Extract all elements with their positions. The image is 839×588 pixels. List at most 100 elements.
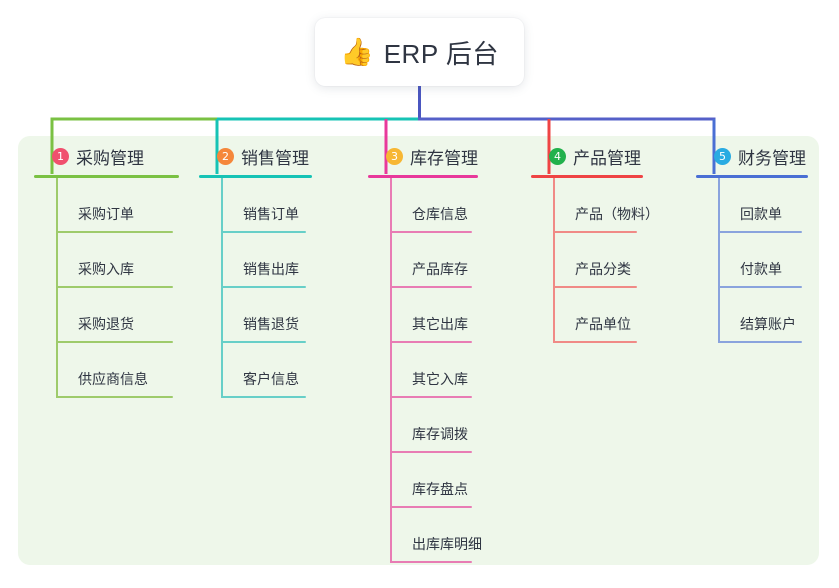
- branch-title: 销售管理: [241, 148, 309, 168]
- leaf-item[interactable]: 回款单: [718, 178, 808, 233]
- branch-header-rule: [531, 175, 643, 178]
- leaf-item[interactable]: 出库库明细: [390, 508, 482, 563]
- leaf-item[interactable]: 产品（物料）: [553, 178, 659, 233]
- leaf-item-rule: [390, 231, 472, 233]
- leaf-item-rule: [56, 396, 173, 398]
- branch-column-1: 1 采购管理采购订单采购入库采购退货供应商信息: [34, 144, 179, 398]
- branch-number-badge: 3: [386, 147, 403, 165]
- leaf-item-rule: [221, 286, 306, 288]
- branch-title: 库存管理: [410, 148, 478, 168]
- leaf-item[interactable]: 产品分类: [553, 233, 643, 288]
- leaf-item-label: 产品（物料）: [575, 206, 659, 222]
- leaf-item-rule: [390, 286, 472, 288]
- leaf-item-rule: [56, 341, 173, 343]
- branch-trunk-line: [390, 178, 392, 563]
- leaf-item-label: 出库库明细: [412, 536, 482, 552]
- leaf-item-rule: [553, 341, 637, 343]
- branch-header-4[interactable]: 4 产品管理: [531, 144, 643, 168]
- leaf-item[interactable]: 销售订单: [221, 178, 312, 233]
- leaf-item[interactable]: 仓库信息: [390, 178, 478, 233]
- leaf-item[interactable]: 销售退货: [221, 288, 312, 343]
- leaf-item-label: 付款单: [740, 261, 782, 277]
- branch-header-5[interactable]: 5 财务管理: [696, 144, 808, 168]
- branch-header-3[interactable]: 3 库存管理: [368, 144, 478, 168]
- leaf-item[interactable]: 其它入库: [390, 343, 478, 398]
- leaf-item-label: 库存盘点: [412, 481, 468, 497]
- leaf-item-label: 其它入库: [412, 371, 468, 387]
- branch-title: 产品管理: [573, 148, 641, 168]
- leaf-item-rule: [390, 506, 472, 508]
- leaf-item-label: 产品单位: [575, 316, 631, 332]
- page-title: ERP 后台: [383, 38, 499, 69]
- leaf-item-rule: [718, 231, 802, 233]
- leaf-item-label: 产品库存: [412, 261, 468, 277]
- branch-trunk-line: [221, 178, 223, 398]
- leaf-item-rule: [56, 231, 173, 233]
- leaf-item-rule: [221, 396, 306, 398]
- leaf-item[interactable]: 付款单: [718, 233, 808, 288]
- branch-header-rule: [368, 175, 478, 178]
- branch-leaf-list: 采购订单采购入库采购退货供应商信息: [56, 178, 179, 398]
- branch-trunk-line: [553, 178, 555, 343]
- leaf-item[interactable]: 采购退货: [56, 288, 179, 343]
- branch-leaf-list: 仓库信息产品库存其它出库其它入库库存调拨库存盘点出库库明细: [390, 178, 482, 563]
- branch-column-2: 2 销售管理销售订单销售出库销售退货客户信息: [199, 144, 312, 398]
- leaf-item-rule: [553, 286, 637, 288]
- thumbs-up-icon: 👍: [340, 36, 374, 67]
- leaf-item-rule: [56, 286, 173, 288]
- branch-leaf-list: 回款单付款单结算账户: [718, 178, 808, 343]
- leaf-item-rule: [390, 561, 472, 563]
- leaf-item-rule: [718, 341, 802, 343]
- leaf-item-label: 销售出库: [243, 261, 299, 277]
- leaf-item-label: 仓库信息: [412, 206, 468, 222]
- leaf-item[interactable]: 销售出库: [221, 233, 312, 288]
- leaf-item-label: 结算账户: [740, 316, 796, 332]
- branch-trunk-line: [718, 178, 720, 343]
- branch-column-3: 3 库存管理仓库信息产品库存其它出库其它入库库存调拨库存盘点出库库明细: [368, 144, 482, 563]
- leaf-item-label: 采购入库: [78, 261, 134, 277]
- branch-title: 财务管理: [738, 148, 806, 168]
- leaf-item[interactable]: 其它出库: [390, 288, 478, 343]
- branch-header-rule: [199, 175, 312, 178]
- branch-header-rule: [696, 175, 808, 178]
- leaf-item[interactable]: 采购订单: [56, 178, 179, 233]
- leaf-item-rule: [390, 341, 472, 343]
- branch-column-4: 4 产品管理产品（物料） 产品分类产品单位: [531, 144, 659, 343]
- branch-number-badge: 2: [217, 147, 234, 165]
- leaf-item-rule: [553, 231, 637, 233]
- branch-number-badge: 5: [714, 147, 731, 165]
- branch-number-badge: 4: [549, 147, 566, 165]
- branch-column-5: 5 财务管理回款单付款单结算账户: [696, 144, 808, 343]
- leaf-item[interactable]: 供应商信息: [56, 343, 179, 398]
- leaf-item-label: 采购订单: [78, 206, 134, 222]
- branch-number-badge: 1: [52, 147, 69, 165]
- leaf-item[interactable]: 客户信息: [221, 343, 312, 398]
- leaf-item-label: 销售订单: [243, 206, 299, 222]
- leaf-item-label: 供应商信息: [78, 371, 148, 387]
- branch-trunk-line: [56, 178, 58, 398]
- branch-leaf-list: 产品（物料） 产品分类产品单位: [553, 178, 659, 343]
- leaf-item-rule: [390, 396, 472, 398]
- leaf-item[interactable]: 产品库存: [390, 233, 478, 288]
- leaf-item-label: 库存调拨: [412, 426, 468, 442]
- leaf-item-rule: [221, 231, 306, 233]
- branch-title: 采购管理: [76, 148, 144, 168]
- branch-header-2[interactable]: 2 销售管理: [199, 144, 312, 168]
- branch-header-1[interactable]: 1 采购管理: [34, 144, 179, 168]
- leaf-item-rule: [390, 451, 472, 453]
- leaf-item[interactable]: 结算账户: [718, 288, 808, 343]
- diagram-background-panel: [18, 136, 819, 565]
- root-node-card[interactable]: 👍 ERP 后台: [315, 18, 524, 86]
- leaf-item[interactable]: 库存调拨: [390, 398, 478, 453]
- leaf-item[interactable]: 采购入库: [56, 233, 179, 288]
- leaf-item-label: 采购退货: [78, 316, 134, 332]
- leaf-item-label: 销售退货: [243, 316, 299, 332]
- leaf-item[interactable]: 产品单位: [553, 288, 643, 343]
- branch-header-rule: [34, 175, 179, 178]
- leaf-item-rule: [221, 341, 306, 343]
- leaf-item-rule: [718, 286, 802, 288]
- leaf-item-label: 产品分类: [575, 261, 631, 277]
- leaf-item[interactable]: 库存盘点: [390, 453, 478, 508]
- leaf-item-label: 客户信息: [243, 371, 299, 387]
